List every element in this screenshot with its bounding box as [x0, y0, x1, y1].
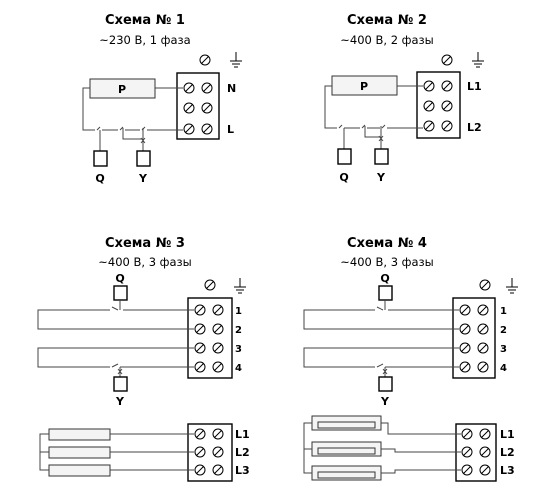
heater-resistor-core [317, 447, 376, 455]
switch-Q-box [93, 150, 108, 167]
terminal-row [194, 323, 224, 335]
wiring [303, 300, 459, 377]
resistor-label: P [118, 83, 126, 96]
wiring [303, 422, 461, 474]
terminal-row [183, 102, 213, 114]
wiring [39, 433, 194, 471]
switch-label: Y [138, 172, 148, 185]
scheme-1-subtitle: ~230 В, 1 фаза [99, 33, 190, 47]
terminal-row [459, 342, 489, 354]
scheme-2: Схема № 2 ~400 В, 2 фазы P L1 L2 [324, 13, 484, 184]
terminal-label: L [227, 123, 234, 136]
switch-label: Q [95, 172, 104, 185]
switch-Q-box [378, 285, 393, 301]
terminal-label: 2 [235, 325, 242, 336]
heater-resistor-core [317, 471, 376, 479]
resistor-label: P [360, 80, 368, 93]
scheme-3-subtitle: ~400 В, 3 фазы [98, 255, 192, 269]
ground-icon [472, 52, 484, 68]
switch-label: Y [376, 171, 386, 184]
terminal-label: L2 [467, 121, 482, 134]
heater-resistor [48, 446, 111, 459]
switch-Y-box [374, 148, 389, 165]
terminal-label: 4 [500, 363, 507, 374]
terminal-row [459, 323, 489, 335]
terminal-label: 3 [235, 344, 242, 355]
terminal-row [423, 100, 453, 112]
scheme-1-title: Схема № 1 [105, 13, 185, 28]
switch-label: Q [339, 171, 348, 184]
wiring [324, 85, 423, 149]
terminal-label: 1 [235, 306, 242, 317]
switch-Y-box [113, 376, 128, 392]
no-entry-icon [479, 279, 491, 291]
terminal-row [194, 428, 224, 440]
ground-icon [234, 278, 246, 294]
terminal-row [194, 464, 224, 476]
no-entry-icon [204, 279, 216, 291]
heater-resistor [48, 428, 111, 441]
switch-Y-box [136, 150, 151, 167]
no-entry-icon [441, 54, 453, 66]
switch-label: Y [380, 395, 390, 408]
control-terminal-block [452, 297, 496, 379]
terminal-label: 2 [500, 325, 507, 336]
terminal-row [194, 361, 224, 373]
terminal-label: 1 [500, 306, 507, 317]
wiring [37, 300, 194, 377]
terminal-row [194, 342, 224, 354]
terminal-label: N [227, 82, 236, 95]
terminal-row [459, 361, 489, 373]
ground-icon [506, 278, 518, 294]
scheme-4: Схема № 4 ~400 В, 3 фазы Q [303, 236, 518, 482]
terminal-row [461, 464, 491, 476]
switch-label: Q [380, 272, 389, 285]
terminal-row [183, 82, 213, 94]
terminal-row [183, 123, 213, 135]
switch-label: Y [115, 395, 125, 408]
heater-resistor-core [317, 421, 376, 429]
scheme-1: Схема № 1 ~230 В, 1 фаза P N L [82, 13, 242, 185]
scheme-3: Схема № 3 ~400 В, 3 фазы Q [37, 236, 250, 482]
heater-resistor [48, 464, 111, 477]
switch-Y-box [378, 376, 393, 392]
terminal-row [459, 304, 489, 316]
scheme-2-title: Схема № 2 [347, 13, 427, 28]
scheme-4-subtitle: ~400 В, 3 фазы [340, 255, 434, 269]
scheme-2-subtitle: ~400 В, 2 фазы [340, 33, 434, 47]
terminal-row [194, 304, 224, 316]
no-entry-icon [199, 54, 211, 66]
terminal-label: L3 [235, 464, 250, 477]
terminal-label: L2 [235, 446, 250, 459]
terminal-row [423, 120, 453, 132]
terminal-label: L1 [467, 80, 482, 93]
terminal-block [176, 72, 220, 140]
terminal-label: 4 [235, 363, 242, 374]
terminal-block [416, 71, 461, 139]
terminal-label: 3 [500, 344, 507, 355]
wiring [82, 87, 183, 151]
switch-label: Q [115, 272, 124, 285]
terminal-row [423, 80, 453, 92]
terminal-label: L1 [500, 428, 515, 441]
scheme-3-title: Схема № 3 [105, 236, 185, 251]
switch-Q-box [113, 285, 128, 301]
terminal-label: L3 [500, 464, 515, 477]
terminal-row [461, 428, 491, 440]
terminal-row [194, 446, 224, 458]
scheme-4-title: Схема № 4 [347, 236, 427, 251]
terminal-label: L2 [500, 446, 515, 459]
terminal-label: L1 [235, 428, 250, 441]
switch-Q-box [337, 148, 352, 165]
terminal-row [461, 446, 491, 458]
ground-icon [230, 52, 242, 68]
